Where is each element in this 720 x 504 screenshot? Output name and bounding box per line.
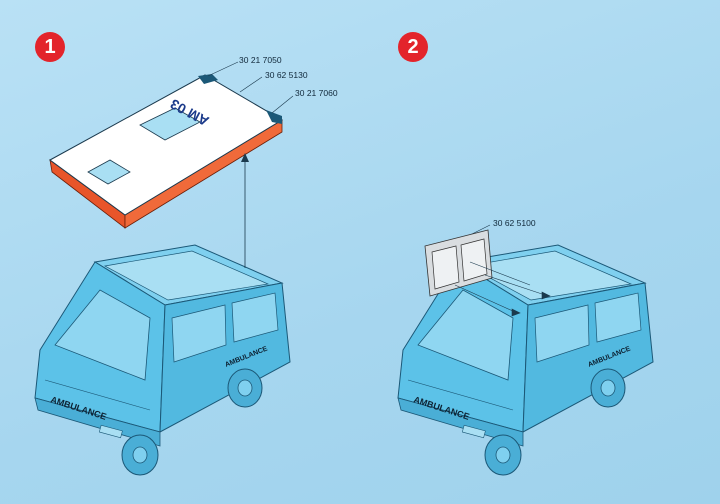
part-number: 30 62 5130 [265, 70, 308, 80]
step-number-badge: 2 [398, 32, 428, 62]
roof-piece [49, 74, 283, 229]
part-number: 30 62 5100 [493, 218, 536, 228]
step-number-badge: 1 [35, 32, 65, 62]
part-number: 30 21 7050 [239, 55, 282, 65]
part-number: 30 21 7060 [295, 88, 338, 98]
leader-lines [207, 61, 491, 241]
window-panel-piece [424, 229, 493, 297]
ambulance-van-step1 [34, 244, 291, 476]
up-arrow-icon [241, 153, 249, 268]
guide-lines [454, 261, 551, 317]
